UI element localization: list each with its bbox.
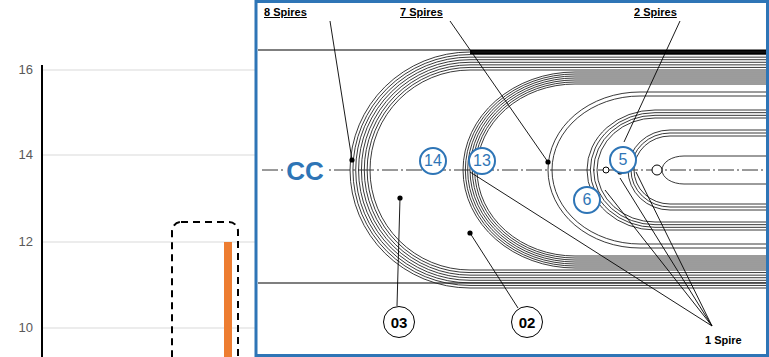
leader-dot [349, 157, 354, 162]
leader-line [397, 198, 400, 306]
coil-turn [472, 80, 766, 260]
leader-line [450, 21, 548, 162]
inset-frame [256, 2, 768, 356]
coil-turn [361, 62, 766, 277]
coil-turn [367, 67, 766, 272]
leader-line [636, 172, 712, 326]
coil-turn [465, 74, 766, 266]
coil-turn [590, 113, 766, 228]
leader-dot [545, 159, 550, 164]
chart-grid [42, 70, 256, 328]
coil-turn [634, 136, 766, 204]
axis-tick: 10 [19, 321, 33, 335]
coil-turn [359, 60, 766, 281]
coil-turn [475, 82, 766, 258]
callout-number-text: 14 [424, 153, 442, 169]
turn-count: 2 Spires [632, 6, 679, 18]
region-label: CC [284, 157, 326, 186]
center-line [262, 170, 766, 171]
hole-symbol [652, 165, 662, 175]
callout-number: 13 [468, 147, 496, 175]
bar [224, 242, 232, 357]
coil-turn [587, 110, 766, 230]
coil-turn [350, 52, 766, 288]
coil-turn [662, 156, 766, 184]
hole-symbol [603, 167, 609, 173]
dashed-bracket [172, 222, 238, 357]
leader-dot [467, 230, 472, 235]
coil-drawing [258, 21, 766, 326]
callout-number: 6 [573, 186, 601, 214]
turn-count: 8 Spires [262, 6, 309, 18]
axis-tick: 14 [19, 148, 33, 162]
axis-tick: 12 [19, 235, 33, 249]
callout-number-text: 13 [473, 153, 491, 169]
leader-dot [397, 195, 402, 200]
leader-line [620, 178, 712, 326]
axis-tick: 16 [19, 63, 33, 77]
part-number: 02 [511, 306, 543, 338]
callout-number: 14 [419, 147, 447, 175]
leader-line [624, 21, 680, 142]
coil-turn [353, 55, 766, 286]
leader-line [330, 21, 352, 160]
coil-turn [477, 84, 766, 256]
y-axis [41, 65, 43, 357]
coil-turn [470, 78, 766, 262]
callout-number-text: 5 [619, 152, 628, 168]
callout-number: 5 [609, 146, 637, 174]
coil-turn [364, 65, 766, 275]
turn-count: 1 Spire [703, 334, 744, 346]
coil-turn [631, 133, 766, 207]
leader-line [605, 190, 712, 326]
leader-line [470, 172, 712, 326]
callout-number-text: 6 [583, 192, 592, 208]
coil-turn [370, 70, 766, 270]
coil-turn [468, 76, 766, 264]
coil-turn [548, 92, 766, 248]
coil-turn [463, 72, 766, 268]
part-number: 03 [383, 306, 415, 338]
leader-line [470, 233, 518, 308]
coil-turn [552, 96, 766, 244]
turn-count: 7 Spires [398, 6, 445, 18]
part-number-text: 02 [519, 315, 536, 330]
coil-turn [356, 57, 766, 283]
coil-turn [597, 118, 766, 222]
part-number-text: 03 [391, 315, 408, 330]
